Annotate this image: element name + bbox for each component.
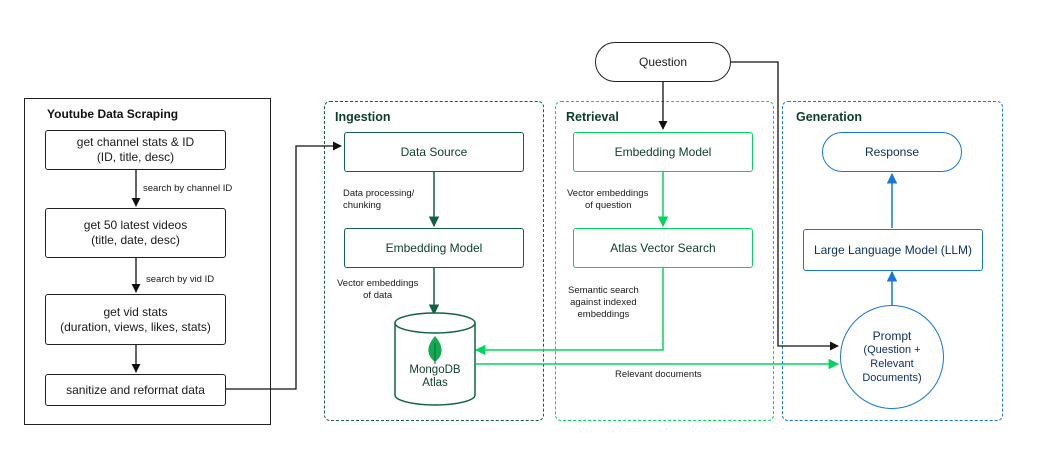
step-channel-stats: get channel stats & ID (ID, title, desc)	[45, 130, 226, 170]
edge-label-processing: Data processing/ chunking	[343, 188, 415, 211]
retrieval-section	[555, 101, 774, 421]
scraping-panel	[24, 98, 271, 425]
mongodb-leaf-icon	[428, 336, 442, 364]
atlas-vector-search-box: Atlas Vector Search	[573, 228, 753, 268]
ingestion-embedding-model-box: Embedding Model	[344, 228, 524, 268]
edge-label-relevant-docs: Relevant documents	[615, 369, 702, 380]
ingestion-section	[324, 101, 544, 421]
scraping-title: Youtube Data Scraping	[47, 107, 179, 121]
ingestion-title: Ingestion	[335, 110, 391, 124]
generation-title: Generation	[796, 110, 862, 124]
edge-label-vector-data: Vector embeddings of data	[337, 278, 419, 301]
response-node: Response	[822, 132, 962, 172]
arrow-scrape-to-source	[226, 141, 342, 390]
generation-section	[782, 101, 1003, 421]
question-node: Question	[595, 42, 731, 82]
arrow-search-to-db	[474, 268, 664, 356]
llm-box: Large Language Model (LLM)	[803, 229, 983, 271]
edge-label-channel-id: search by channel ID	[143, 183, 233, 194]
retrieval-embedding-model-box: Embedding Model	[573, 132, 753, 172]
step-vid-stats: get vid stats (duration, views, likes, s…	[45, 294, 226, 345]
edge-label-vid-id: search by vid ID	[146, 274, 215, 285]
prompt-node: Prompt (Question + Relevant Documents)	[840, 305, 944, 409]
data-source-box: Data Source	[344, 132, 524, 172]
retrieval-title: Retrieval	[566, 110, 619, 124]
arrow-question-to-prompt	[731, 61, 839, 351]
step-latest-videos: get 50 latest videos (title, date, desc)	[45, 208, 226, 258]
edge-label-vector-question: Vector embeddings of question	[567, 188, 649, 211]
mongodb-label: MongoDB Atlas	[409, 364, 461, 389]
step-sanitize: sanitize and reformat data	[45, 374, 226, 406]
edge-label-semantic-search: Semantic search against indexed embeddin…	[568, 285, 639, 320]
